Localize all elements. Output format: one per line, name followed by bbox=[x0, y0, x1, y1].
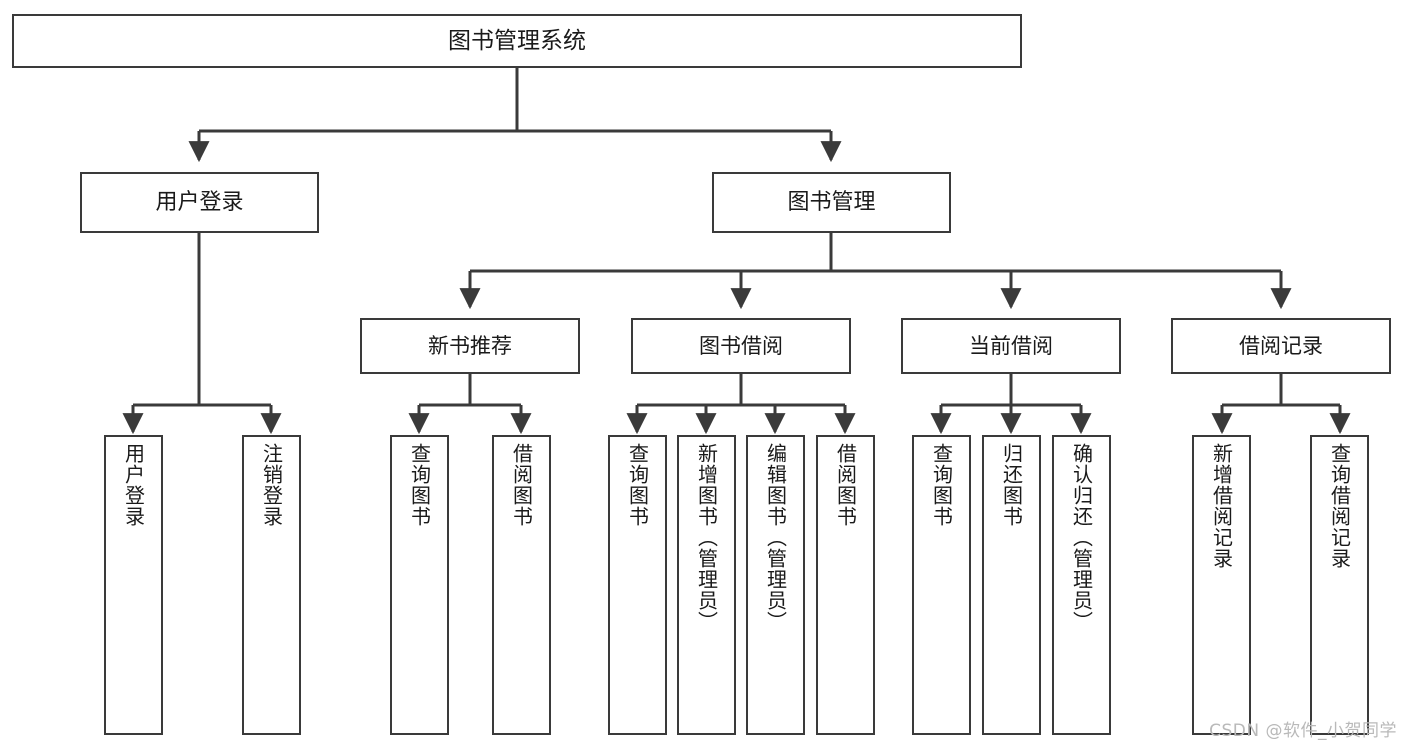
csdn-watermark: CSDN @软件_小贺同学 bbox=[1209, 721, 1397, 741]
leaf-query-book-current[interactable]: 查询图书 bbox=[912, 435, 971, 735]
node-label: 查询图书 bbox=[929, 443, 954, 527]
node-label: 借阅图书 bbox=[509, 443, 534, 527]
node-book-borrow[interactable]: 图书借阅 bbox=[631, 318, 851, 374]
node-label: 新增图书（管理员） bbox=[694, 443, 719, 632]
node-user-login[interactable]: 用户登录 bbox=[80, 172, 319, 233]
node-label: 查询借阅记录 bbox=[1327, 443, 1352, 569]
leaf-borrow-book-recommend[interactable]: 借阅图书 bbox=[492, 435, 551, 735]
leaf-logout-login[interactable]: 注销登录 bbox=[242, 435, 301, 735]
node-label: 图书管理系统 bbox=[448, 27, 586, 54]
node-label: 用户登录 bbox=[155, 189, 244, 215]
leaf-query-book-recommend[interactable]: 查询图书 bbox=[390, 435, 449, 735]
node-label: 借阅记录 bbox=[1239, 333, 1323, 358]
leaf-borrow-book[interactable]: 借阅图书 bbox=[816, 435, 875, 735]
node-label: 图书管理 bbox=[787, 189, 876, 215]
leaf-user-login[interactable]: 用户登录 bbox=[104, 435, 163, 735]
node-label: 用户登录 bbox=[121, 443, 146, 527]
node-label: 查询图书 bbox=[407, 443, 432, 527]
node-label: 注销登录 bbox=[259, 443, 284, 527]
node-label: 新书推荐 bbox=[428, 333, 512, 358]
node-label: 编辑图书（管理员） bbox=[763, 443, 788, 632]
node-root-book-management-system[interactable]: 图书管理系统 bbox=[12, 14, 1022, 68]
node-label: 图书借阅 bbox=[699, 333, 783, 358]
node-label: 当前借阅 bbox=[969, 333, 1053, 358]
node-label: 查询图书 bbox=[625, 443, 650, 527]
leaf-add-borrow-record[interactable]: 新增借阅记录 bbox=[1192, 435, 1251, 735]
leaf-confirm-return-admin[interactable]: 确认归还（管理员） bbox=[1052, 435, 1111, 735]
leaf-return-book[interactable]: 归还图书 bbox=[982, 435, 1041, 735]
node-book-management[interactable]: 图书管理 bbox=[712, 172, 951, 233]
leaf-edit-book-admin[interactable]: 编辑图书（管理员） bbox=[746, 435, 805, 735]
node-label: 新增借阅记录 bbox=[1209, 443, 1234, 569]
node-label: 确认归还（管理员） bbox=[1069, 443, 1094, 632]
node-new-book-recommend[interactable]: 新书推荐 bbox=[360, 318, 580, 374]
node-label: 借阅图书 bbox=[833, 443, 858, 527]
leaf-add-book-admin[interactable]: 新增图书（管理员） bbox=[677, 435, 736, 735]
leaf-query-book-borrow[interactable]: 查询图书 bbox=[608, 435, 667, 735]
node-current-borrow[interactable]: 当前借阅 bbox=[901, 318, 1121, 374]
node-borrow-records[interactable]: 借阅记录 bbox=[1171, 318, 1391, 374]
node-label: 归还图书 bbox=[999, 443, 1024, 527]
leaf-query-borrow-record[interactable]: 查询借阅记录 bbox=[1310, 435, 1369, 735]
